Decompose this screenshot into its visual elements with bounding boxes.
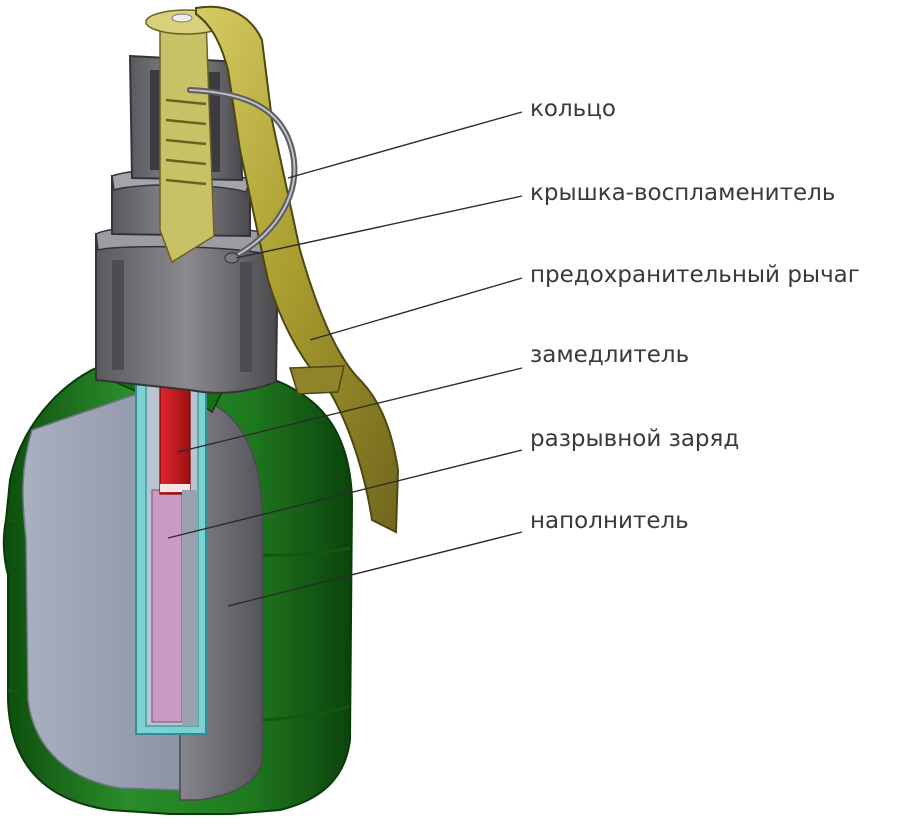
leader-lines bbox=[167, 111, 523, 607]
label-safety-lever: предохранительный рычаг bbox=[530, 262, 860, 288]
fuse-tube-cut bbox=[182, 490, 198, 726]
label-delay: замедлитель bbox=[530, 342, 689, 368]
safety-lever bbox=[195, 5, 400, 534]
safety-lever-body bbox=[195, 5, 400, 534]
fuze-screw bbox=[171, 13, 193, 23]
leader-delay bbox=[177, 367, 523, 453]
leader-safety-lever bbox=[309, 277, 523, 341]
body-rib-right-upper bbox=[261, 546, 351, 557]
striker-spring bbox=[165, 98, 207, 186]
fuze-head bbox=[95, 9, 280, 394]
nut-notch-2 bbox=[240, 262, 252, 372]
pull-ring bbox=[187, 87, 298, 264]
body-rib-right-lower bbox=[261, 704, 351, 722]
leader-igniter-cap bbox=[235, 195, 523, 259]
label-filler: наполнитель bbox=[530, 508, 689, 534]
nut-notch-1 bbox=[112, 260, 124, 370]
label-ring: кольцо bbox=[530, 96, 616, 122]
burst-charge bbox=[151, 489, 183, 723]
delay-element-tip bbox=[160, 484, 190, 492]
label-igniter-cap: крышка-воспламенитель bbox=[530, 180, 835, 206]
leader-ring bbox=[287, 111, 523, 179]
leader-burst-charge bbox=[167, 449, 523, 539]
callout-labels: кольцо крышка-воспламенитель предохранит… bbox=[530, 96, 860, 534]
fuze-lower-nut bbox=[95, 232, 280, 394]
safety-lever-tab bbox=[288, 365, 345, 395]
leader-filler bbox=[227, 531, 523, 607]
pull-ring-wire-highlight bbox=[189, 89, 296, 259]
label-burst-charge: разрывной заряд bbox=[530, 426, 739, 452]
